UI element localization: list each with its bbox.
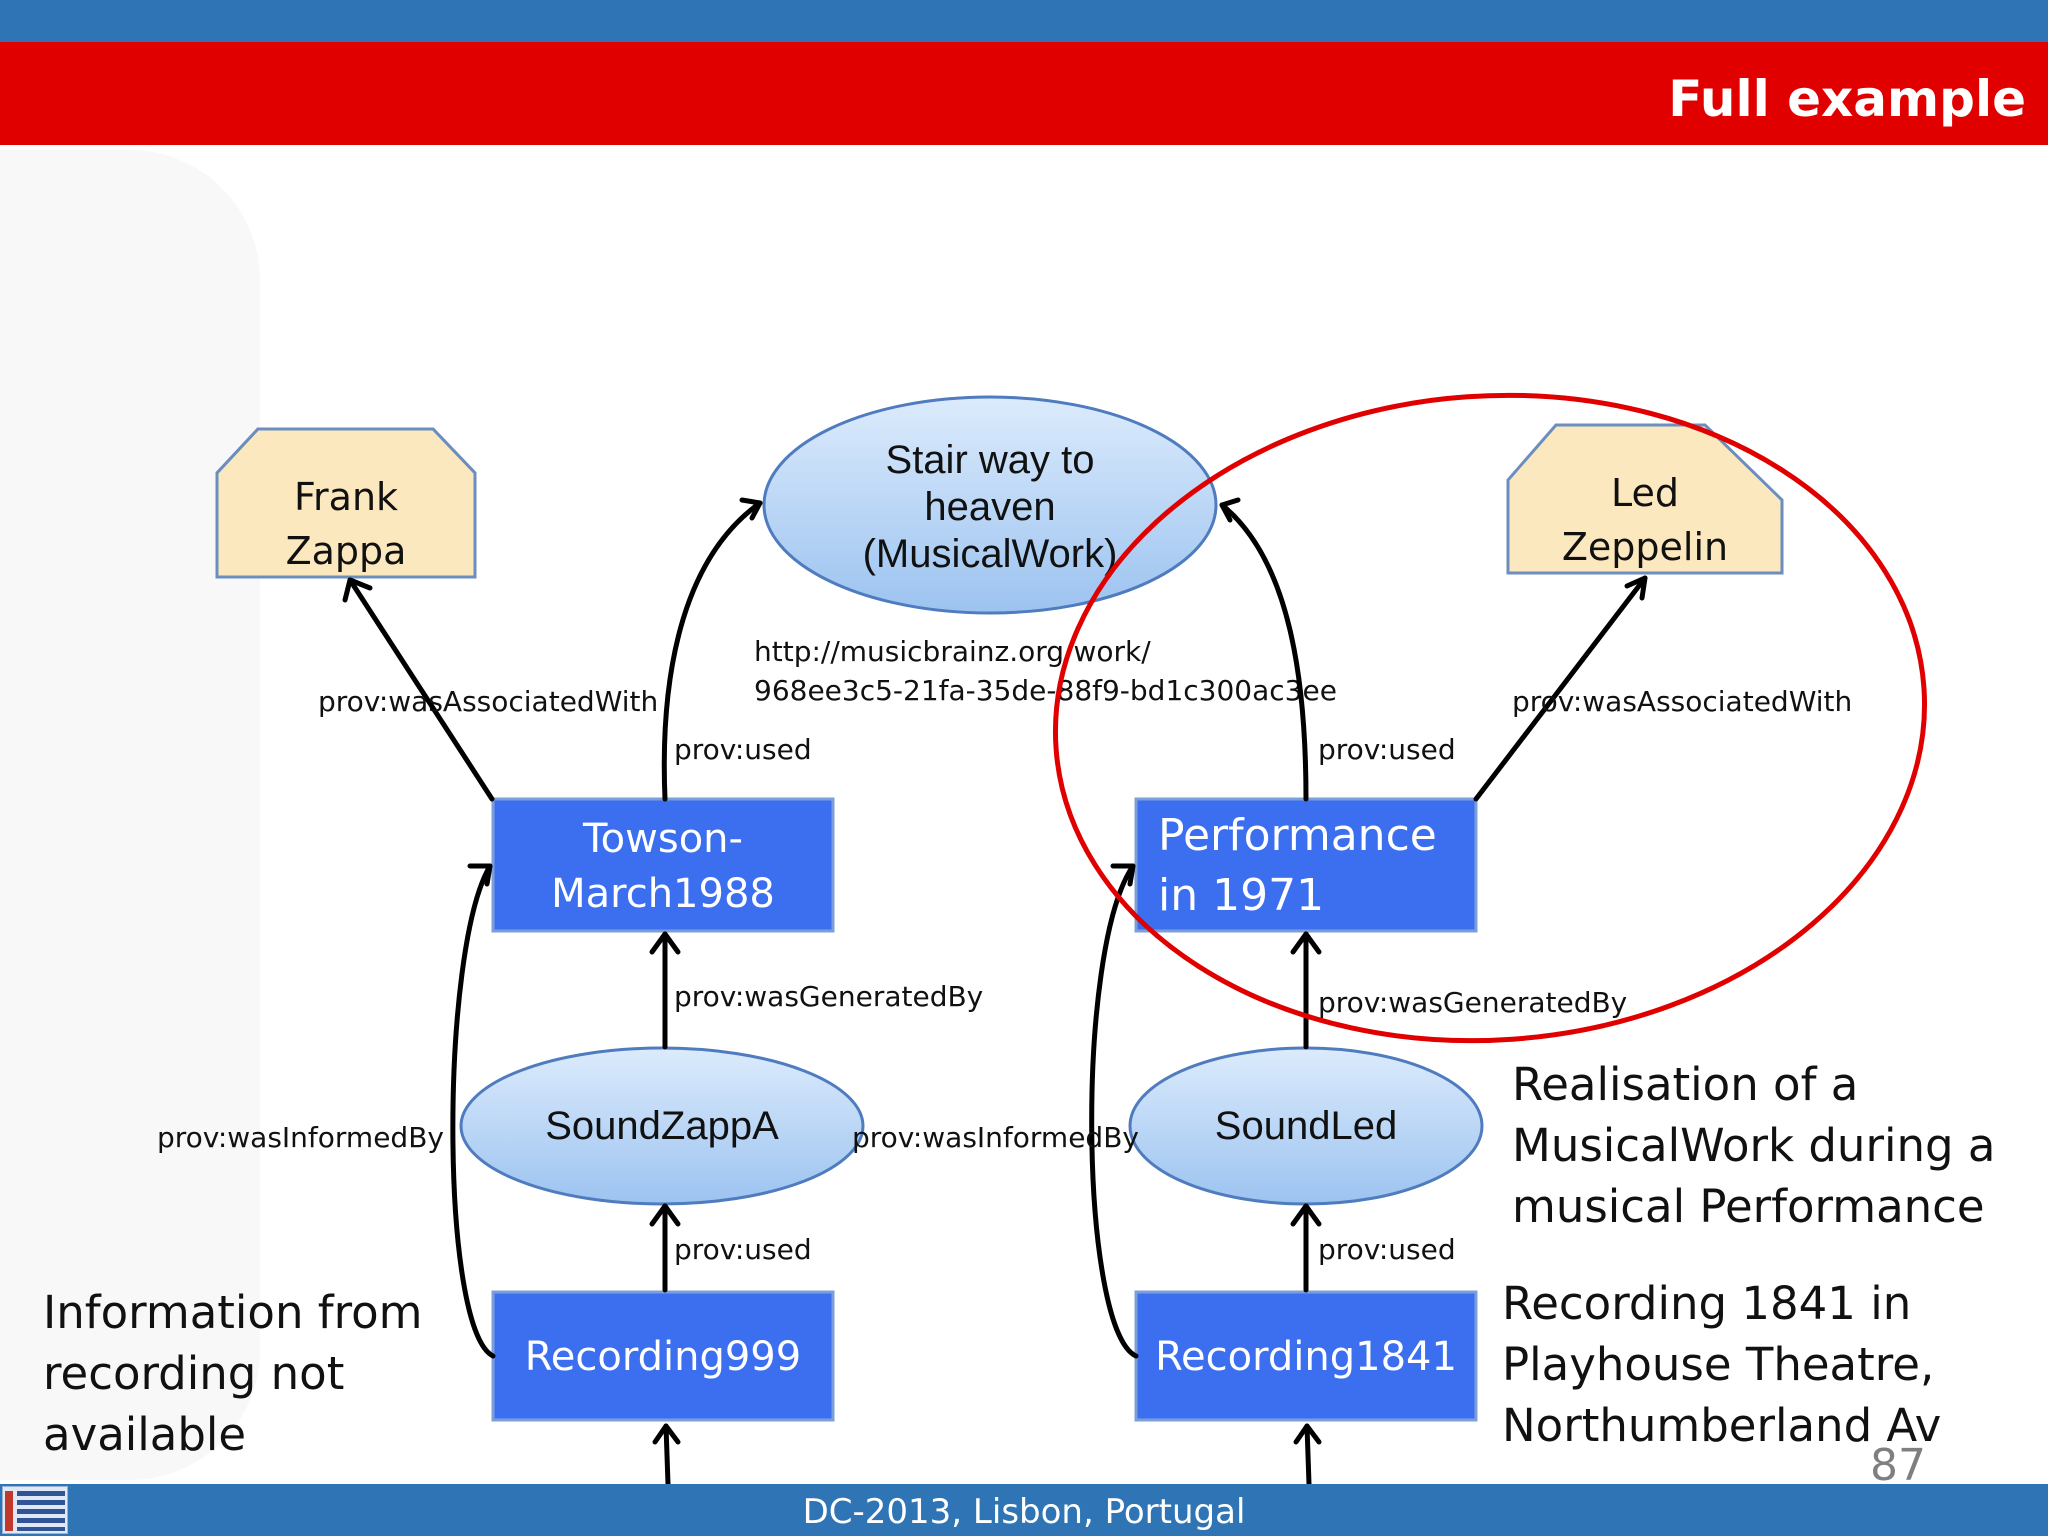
- entity-label: SoundZappA: [545, 1104, 779, 1148]
- work-uri-line: http://musicbrainz.org/work/: [754, 635, 1151, 668]
- arrowhead: [1624, 575, 1648, 601]
- note-left: Information from recording not available: [43, 1282, 423, 1465]
- activity-label-line: Towson-: [582, 816, 743, 862]
- arrowhead: [1293, 1423, 1322, 1445]
- note-line: Northumberland Av: [1502, 1399, 1942, 1452]
- agent-label-line: Zeppelin: [1562, 525, 1728, 569]
- entity-label: Recording999: [525, 1334, 801, 1380]
- note-line: recording not: [43, 1347, 345, 1400]
- arrowhead: [739, 497, 763, 521]
- entity-sound-zappa: SoundZappA: [459, 1046, 865, 1206]
- note-line: available: [43, 1408, 247, 1461]
- title-bar: [0, 42, 2048, 145]
- note-right-bottom: Recording 1841 in Playhouse Theatre, Nor…: [1502, 1273, 1941, 1456]
- entity-label-line: Stair way to: [886, 438, 1095, 482]
- edge-label: prov:used: [1318, 1233, 1456, 1266]
- entity-label-line: (MusicalWork): [863, 532, 1118, 576]
- arrowhead: [1290, 1203, 1322, 1227]
- edge-incoming-left: [663, 1423, 671, 1487]
- agent-label-line: Zappa: [286, 529, 407, 573]
- arrowhead: [1290, 931, 1322, 955]
- activity-label-line: Performance: [1158, 810, 1437, 861]
- top-bar: [0, 0, 2048, 42]
- activity-towson: Towson- March1988: [491, 797, 835, 933]
- edge-assoc-left: [347, 577, 495, 802]
- edge-used-performance: [1219, 502, 1309, 802]
- entity-label: Recording1841: [1155, 1334, 1457, 1380]
- highlight-circle: [1052, 392, 1928, 1044]
- entity-label: SoundLed: [1215, 1104, 1397, 1148]
- page-number: 87: [1870, 1440, 1926, 1491]
- note-line: Realisation of a: [1512, 1058, 1859, 1111]
- edge-used-towson: [661, 500, 763, 802]
- footer-text: DC-2013, Lisbon, Portugal: [802, 1492, 1246, 1532]
- slide-title: Full example: [1668, 70, 2026, 128]
- edge-label: prov:wasAssociatedWith: [318, 685, 658, 718]
- activity-label-line: in 1971: [1158, 870, 1324, 921]
- agent-label-line: Frank: [294, 475, 398, 519]
- arrowhead: [1219, 497, 1241, 523]
- edge-label: prov:used: [674, 1233, 812, 1266]
- entity-recording999: Recording999: [491, 1290, 835, 1422]
- edges: [342, 497, 1648, 1487]
- arrowhead: [467, 863, 493, 887]
- edge-incoming-right: [1304, 1423, 1312, 1487]
- edge-label: prov:wasGeneratedBy: [674, 980, 983, 1013]
- edge-label: prov:wasAssociatedWith: [1512, 685, 1852, 718]
- edge-label: prov:wasInformedBy: [852, 1121, 1139, 1154]
- agent-label-line: Led: [1611, 471, 1679, 515]
- note-line: musical Performance: [1512, 1180, 1985, 1233]
- edge-label: prov:used: [674, 733, 812, 766]
- note-line: Information from: [43, 1286, 423, 1339]
- edge-informed-right: [1089, 863, 1139, 1359]
- note-line: Recording 1841 in: [1502, 1277, 1912, 1330]
- entity-musical-work: Stair way to heaven (MusicalWork): [762, 395, 1218, 615]
- work-uri-line: 968ee3c5-21fa-35de-88f9-bd1c300ac3ee: [754, 674, 1337, 707]
- activity-label-line: March1988: [551, 871, 775, 917]
- edge-assoc-right: [1473, 575, 1648, 802]
- arrowhead: [342, 577, 373, 603]
- entity-label-line: heaven: [924, 485, 1055, 529]
- note-line: MusicalWork during a: [1512, 1119, 1996, 1172]
- entity-recording1841: Recording1841: [1134, 1290, 1478, 1422]
- arrowhead: [652, 1423, 681, 1445]
- note-line: Playhouse Theatre,: [1502, 1338, 1935, 1391]
- footer-bar: [0, 1484, 2048, 1536]
- arrowhead: [649, 931, 681, 955]
- arrowhead: [649, 1203, 681, 1227]
- note-right-top: Realisation of a MusicalWork during a mu…: [1512, 1054, 1995, 1237]
- agent-led-zeppelin: Led Zeppelin: [1506, 423, 1784, 575]
- edge-informed-left: [450, 863, 496, 1359]
- arrowhead: [1110, 863, 1136, 887]
- edge-label: prov:used: [1318, 733, 1456, 766]
- activity-performance: Performance in 1971: [1134, 797, 1478, 933]
- background-decoration: [0, 150, 260, 1480]
- edge-label: prov:wasGeneratedBy: [1318, 986, 1627, 1019]
- edge-label: prov:wasInformedBy: [157, 1121, 444, 1154]
- agent-frank-zappa: Frank Zappa: [215, 427, 477, 579]
- logo-icon: [2, 1486, 68, 1534]
- entity-sound-led: SoundLed: [1128, 1046, 1484, 1206]
